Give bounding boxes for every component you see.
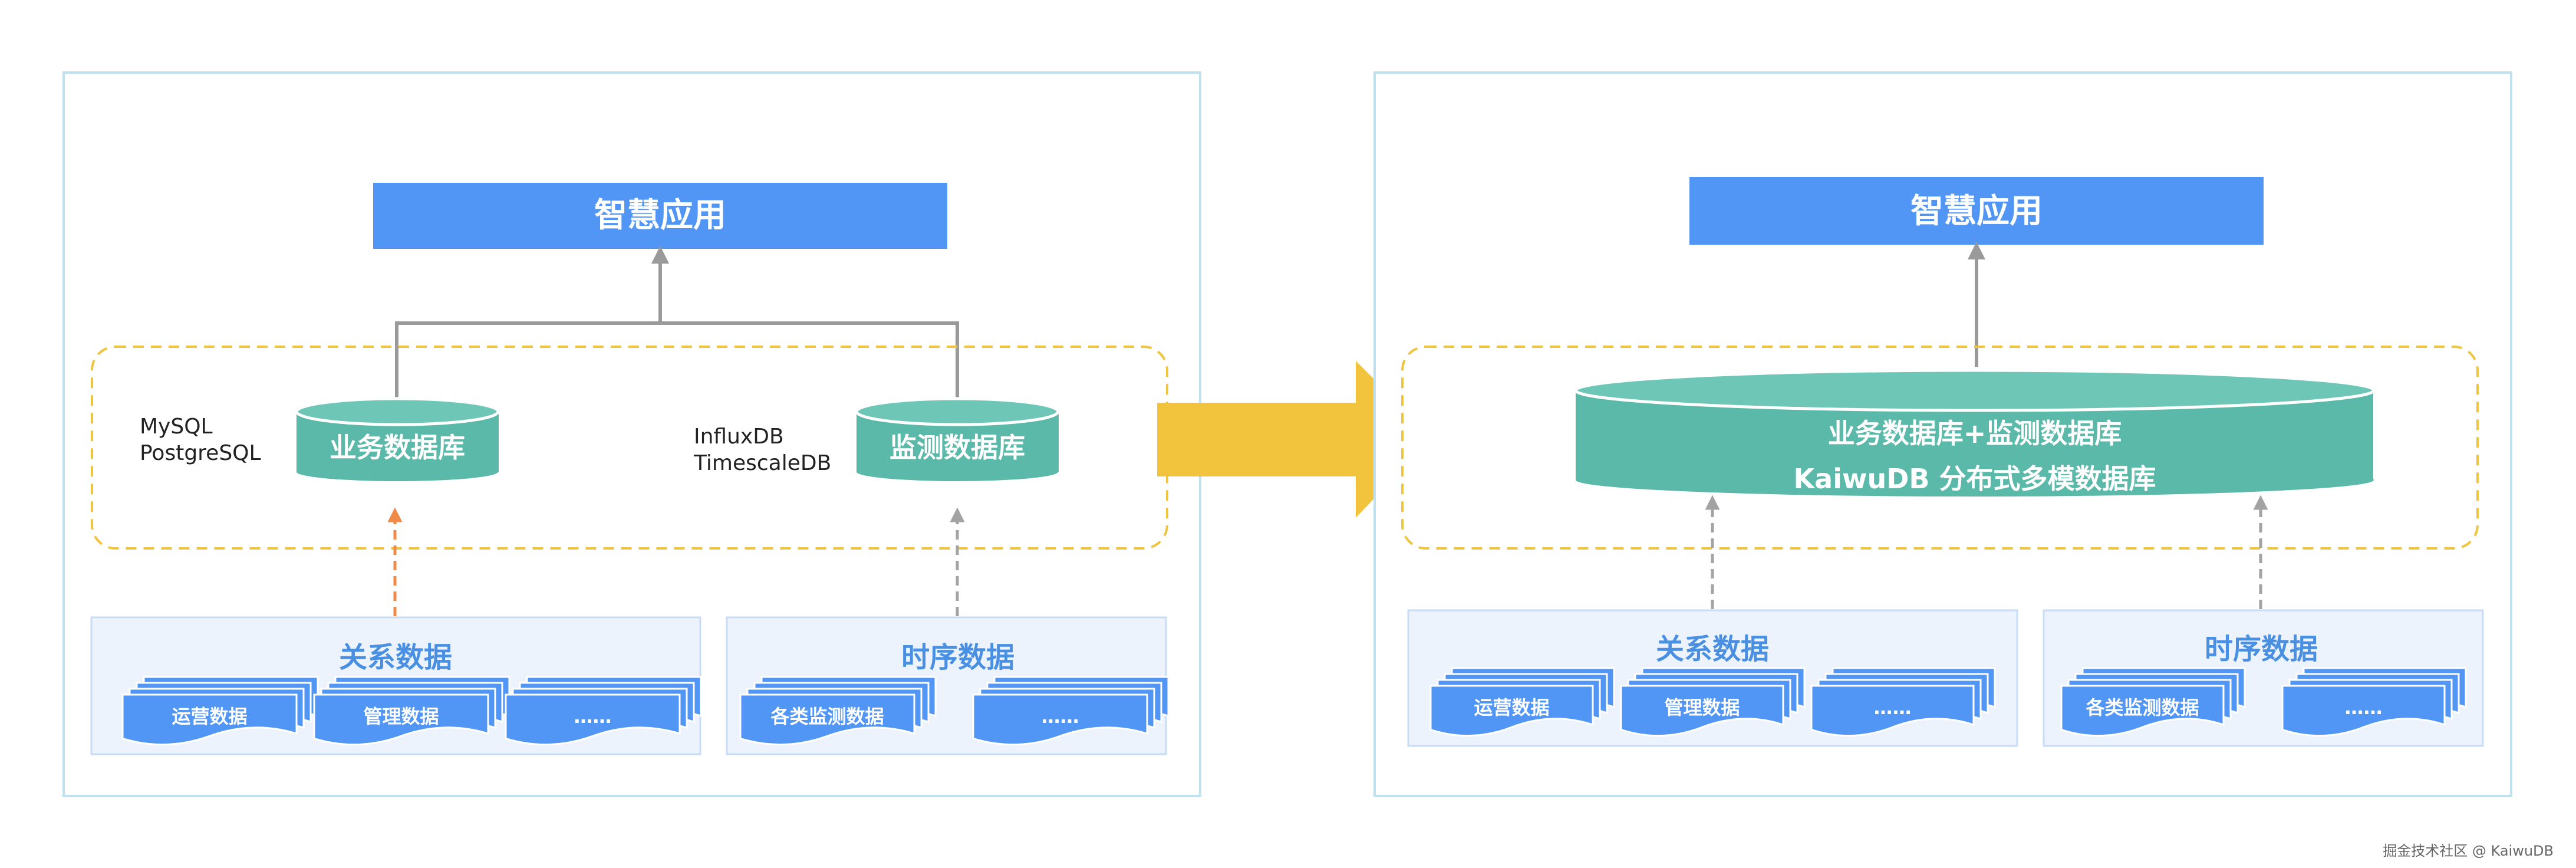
document-sheet [313, 693, 489, 746]
document-sheet [1429, 685, 1594, 737]
left-timeseries-title: 时序数据 [901, 641, 1014, 674]
document-label: 运营数据 [172, 705, 247, 728]
document-sheet [972, 693, 1148, 746]
left-engine-influxdb: InfluxDB [694, 425, 784, 449]
document-stack: 各类监测数据 [2060, 667, 2246, 737]
document-label: 各类监测数据 [770, 705, 884, 728]
document-stack: 管理数据 [313, 676, 510, 746]
document-sheet [1810, 685, 1975, 737]
left-engine-postgresql: PostgreSQL [140, 441, 261, 465]
right-relational-docs: 运营数据 管理数据 …… [1429, 667, 1996, 737]
left-db-business-bottom [297, 462, 498, 481]
right-db-unified-bottom [1576, 463, 2374, 497]
document-label: …… [2345, 696, 2383, 719]
document-label: …… [1042, 705, 1079, 728]
document-stack: 运营数据 [121, 676, 319, 746]
left-app-label: 智慧应用 [594, 196, 726, 235]
left-timeseries-docs: 各类监测数据 …… [739, 676, 1170, 746]
left-db-business-top [295, 397, 500, 426]
right-db-unified-line2: KaiwuDB 分布式多模数据库 [1794, 463, 2156, 495]
left-db-monitor-top [855, 397, 1060, 426]
right-panel: 智慧应用 业务数据库+监测数据库 KaiwuDB 分布式多模数据库 关系数据 运… [1373, 71, 2512, 797]
left-db-monitor: 监测数据库 [855, 397, 1060, 481]
right-db-group [1401, 346, 2479, 550]
left-db-monitor-bottom [857, 462, 1058, 481]
left-db-monitor-label: 监测数据库 [890, 432, 1025, 463]
document-sheet [2281, 685, 2446, 737]
left-relational-title: 关系数据 [339, 641, 452, 674]
document-stack: 各类监测数据 [739, 676, 937, 746]
right-timeseries-docs: 各类监测数据 …… [2060, 667, 2467, 737]
left-engine-mysql: MySQL [140, 415, 213, 439]
document-sheet [1620, 685, 1784, 737]
big-migration-arrow [1157, 361, 1432, 518]
document-label: 运营数据 [1474, 696, 1549, 719]
document-sheet [505, 693, 681, 746]
document-sheet [121, 693, 298, 746]
document-label: 管理数据 [363, 705, 439, 728]
right-app-label: 智慧应用 [1910, 192, 2043, 231]
left-panel: 智慧应用 业务数据库 MySQL PostgreSQL 监测数据库 [62, 71, 1201, 797]
document-sheet [739, 693, 915, 746]
right-app-box [1689, 177, 2264, 245]
document-stack: …… [505, 676, 702, 746]
document-stack: …… [972, 676, 1170, 746]
left-app-box [373, 183, 947, 249]
document-label: …… [574, 705, 612, 728]
document-label: 管理数据 [1664, 696, 1740, 719]
left-engine-timescaledb: TimescaleDB [693, 451, 831, 475]
right-db-unified: 业务数据库+监测数据库 KaiwuDB 分布式多模数据库 [1574, 369, 2376, 497]
right-db-unified-line1: 业务数据库+监测数据库 [1828, 417, 2122, 449]
right-db-unified-top [1574, 369, 2376, 412]
document-label: 各类监测数据 [2086, 696, 2199, 719]
document-stack: …… [2281, 667, 2467, 737]
document-label: …… [1874, 696, 1912, 719]
document-stack: 管理数据 [1620, 667, 1806, 737]
document-stack: …… [1810, 667, 1996, 737]
left-db-business: 业务数据库 [295, 397, 500, 481]
document-sheet [2060, 685, 2225, 737]
right-relational-title: 关系数据 [1656, 633, 1769, 666]
document-stack: 运营数据 [1429, 667, 1615, 737]
watermark: 掘金技术社区 @ KaiwuDB [2383, 843, 2554, 859]
right-timeseries-title: 时序数据 [2205, 633, 2318, 666]
left-db-connector [395, 321, 959, 404]
left-db-business-label: 业务数据库 [330, 432, 465, 463]
left-relational-docs: 运营数据 管理数据 …… [121, 676, 702, 746]
